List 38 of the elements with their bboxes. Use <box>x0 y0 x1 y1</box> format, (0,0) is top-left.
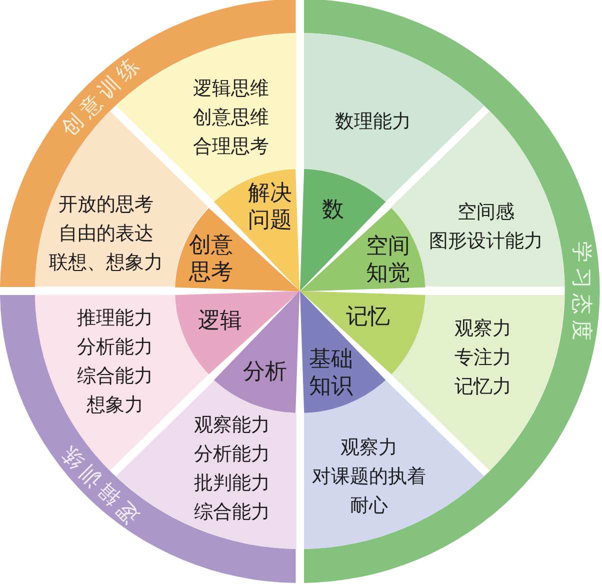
band-label: 创意训练 <box>56 48 148 142</box>
segment-text: 图形设计能力 <box>428 228 543 254</box>
segment-text: 综合能力 <box>76 364 153 389</box>
segment-text: 联想、想象力 <box>48 250 163 276</box>
core-label: 分析 <box>242 358 287 386</box>
segment-text: 记忆力 <box>454 374 512 400</box>
segment-text: 观察能力 <box>194 412 270 438</box>
core-label: 数 <box>322 196 344 224</box>
core-label: 创意思考 <box>188 232 234 286</box>
segment-text: 观察力 <box>339 435 398 460</box>
core-label: 空间知觉 <box>365 233 411 287</box>
pie-segment <box>391 111 565 287</box>
segment-text: 观察力 <box>454 316 512 342</box>
segment-text: 自由的表达 <box>57 221 154 246</box>
core-segment <box>300 169 386 291</box>
core-label: 记忆 <box>346 304 390 330</box>
segment-text: 分析能力 <box>194 442 270 467</box>
band-label: 逻辑训练 <box>52 438 145 531</box>
segment-text: 创意思维 <box>192 106 269 130</box>
segment-text: 批判能力 <box>194 470 270 496</box>
segment-text: 分析能力 <box>76 335 153 360</box>
core-label: 解决问题 <box>246 180 293 234</box>
segment-text: 开放的思考 <box>57 192 154 218</box>
band-label: 学习态度 <box>569 240 596 346</box>
segment-text: 推理能力 <box>76 306 153 331</box>
segment-text: 专注力 <box>454 346 512 370</box>
segment-text: 空间感 <box>456 200 516 225</box>
segment-text: 逻辑思维 <box>192 76 269 102</box>
segment-text: 对课题的执着 <box>312 464 426 490</box>
core-label: 逻辑 <box>198 308 242 334</box>
core-segment <box>300 291 426 374</box>
segment-text: 数理能力 <box>334 110 411 134</box>
segment-text: 综合能力 <box>194 500 270 525</box>
core-segment <box>174 208 300 291</box>
segment-text: 耐心 <box>348 493 389 518</box>
segment-text: 想象力 <box>85 393 144 418</box>
segment-text: 合理思考 <box>192 134 269 160</box>
core-label: 基础知识 <box>308 346 354 400</box>
